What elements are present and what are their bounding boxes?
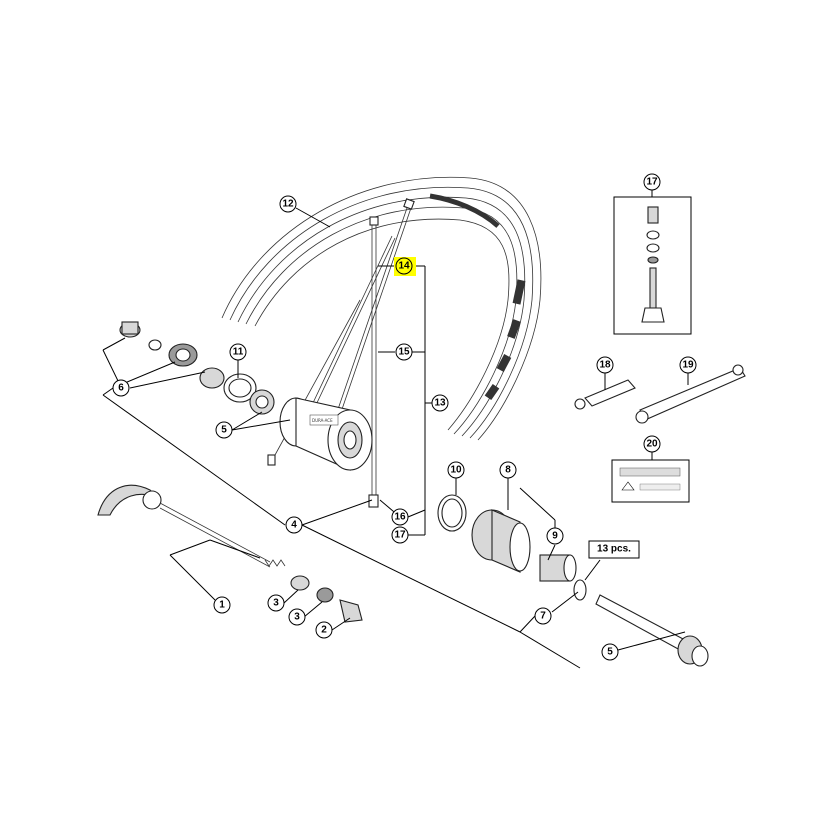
rim-graphics	[429, 193, 526, 401]
callout-19: 18	[596, 356, 614, 374]
callout-20: 19	[679, 356, 697, 374]
svg-text:8: 8	[505, 465, 511, 476]
svg-text:18: 18	[599, 360, 611, 371]
svg-text:6: 6	[118, 383, 124, 394]
quick-release	[97, 484, 363, 623]
callout-11: 10	[447, 461, 465, 479]
callout-10: 9	[546, 527, 564, 545]
svg-text:2: 2	[321, 625, 327, 636]
svg-text:7: 7	[540, 611, 546, 622]
svg-text:10: 10	[450, 465, 462, 476]
svg-text:20: 20	[646, 439, 658, 450]
svg-text:5: 5	[221, 425, 227, 436]
callout-3-upper: 3	[267, 594, 285, 612]
svg-text:13: 13	[434, 398, 446, 409]
svg-text:1: 1	[219, 600, 225, 611]
callout-14: 13	[431, 394, 449, 412]
svg-text:DURA-ACE: DURA-ACE	[312, 418, 333, 423]
svg-text:12: 12	[282, 199, 294, 210]
freehub-body	[437, 494, 577, 582]
svg-text:17: 17	[394, 530, 406, 541]
spoke-nipple	[369, 216, 379, 226]
valve-group	[613, 196, 692, 335]
hub-body: DURA-ACE	[279, 397, 373, 471]
callout-2: 2	[315, 621, 333, 639]
callout-5-label: 5	[607, 647, 613, 658]
callout-4: 4	[285, 516, 303, 534]
bearing-stack	[119, 321, 275, 415]
callout-21: 20	[643, 435, 661, 453]
svg-text:15: 15	[398, 347, 410, 358]
instruction-card	[611, 459, 690, 503]
svg-text:4: 4	[291, 520, 297, 531]
callout-6: 7	[534, 607, 552, 625]
callout-12: 11	[229, 343, 247, 361]
svg-text:14: 14	[398, 261, 410, 272]
svg-text:19: 19	[682, 360, 694, 371]
callout-9: 8	[499, 461, 517, 479]
tools	[574, 364, 746, 424]
callout-17-upper: 16	[391, 508, 409, 526]
svg-text:3: 3	[273, 598, 279, 609]
callout-18: 17	[643, 173, 661, 191]
svg-text:16: 16	[394, 512, 406, 523]
callout-5: 5	[601, 643, 619, 661]
callouts: 12 14 15 13 16 17 11 6 5 4 1 3 3 2 10 8 …	[112, 173, 697, 661]
callout-16: 15	[395, 343, 413, 361]
axle	[573, 579, 709, 667]
quantity-note: 13 pcs.	[588, 540, 640, 559]
svg-text:11: 11	[233, 347, 244, 358]
callout-15: 14	[395, 257, 413, 275]
svg-text:13 pcs.: 13 pcs.	[597, 544, 631, 555]
callout-3-lower: 3	[288, 608, 306, 626]
callout-17-lower: 17	[391, 526, 409, 544]
callout-8: 6	[112, 379, 130, 397]
rim-part	[221, 176, 542, 441]
callout-1: 1	[213, 596, 231, 614]
callout-13: 12	[279, 195, 297, 213]
svg-text:3: 3	[294, 612, 300, 623]
svg-text:17: 17	[646, 177, 658, 188]
svg-text:9: 9	[552, 531, 558, 542]
callout-7: 5	[215, 421, 233, 439]
